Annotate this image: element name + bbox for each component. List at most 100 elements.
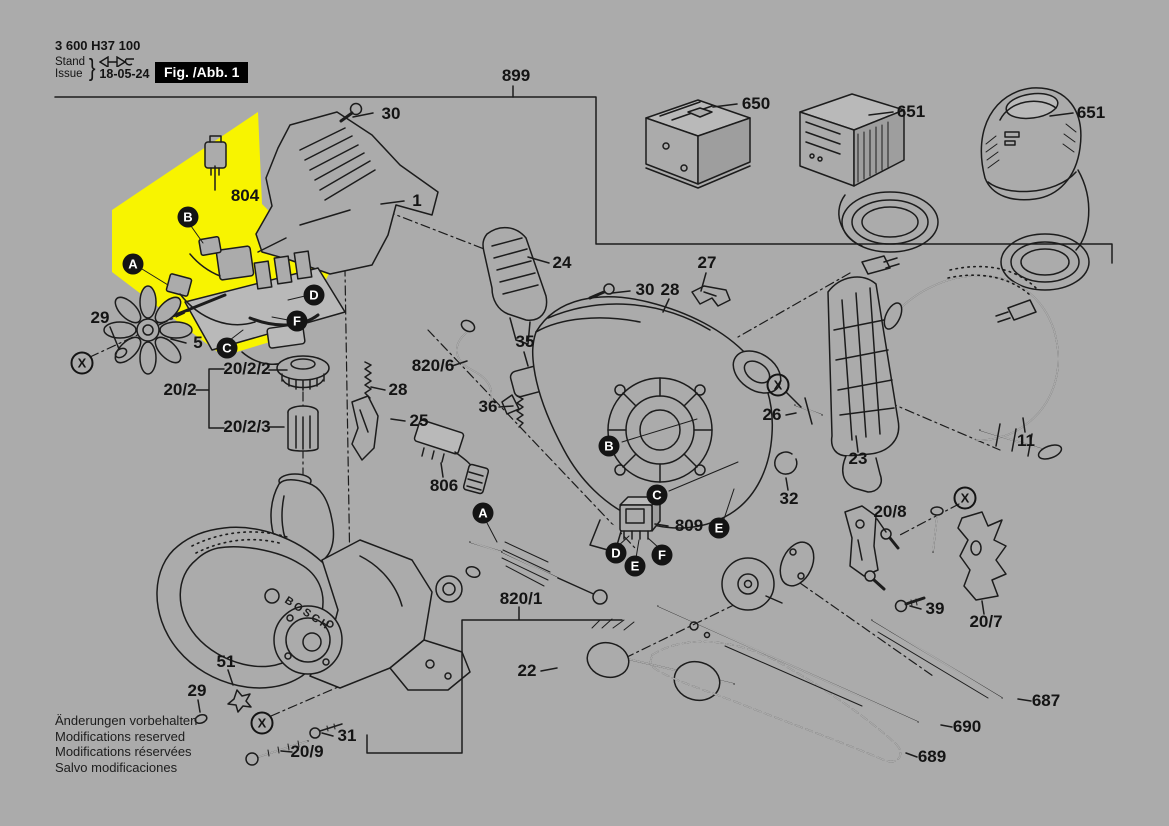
footer-line-es: Salvo modificaciones — [55, 759, 178, 775]
gear-housing — [531, 296, 782, 553]
x-mark-tensioner: X — [953, 486, 977, 510]
callout-a-rotor: A — [472, 502, 494, 524]
part-label-22: 22 — [517, 661, 537, 680]
pin-26 — [794, 397, 823, 425]
callout-b-housing: B — [598, 435, 620, 457]
rear-grip-24 — [482, 226, 548, 345]
part-label-36: 36 — [478, 397, 498, 416]
issue-label: Issue — [55, 68, 83, 80]
callout-d-switch: D — [605, 542, 627, 564]
oil-cap-20-2-2 — [276, 355, 330, 391]
clutch-drum — [721, 557, 783, 611]
battery-650 — [645, 99, 751, 189]
footer-line-en: Modifications reserved — [55, 728, 186, 744]
bar-cover-687 — [871, 619, 1003, 699]
callout-b-module: B — [177, 206, 199, 228]
oil-filter-20-2-3 — [287, 405, 319, 452]
part-label-650: 650 — [741, 94, 771, 113]
rotor-armature — [435, 541, 608, 605]
part-label-28-right: 28 — [660, 280, 680, 299]
figure-label: Fig. /Abb. 1 — [155, 62, 249, 83]
bracket-25 — [351, 395, 379, 461]
part-label-651-left: 651 — [896, 102, 926, 121]
chain-689 — [649, 640, 902, 763]
callout-e-switch: E — [624, 555, 646, 577]
connector-806 — [413, 419, 490, 495]
housing-cover-1 — [255, 111, 439, 275]
part-label-32: 32 — [779, 489, 799, 508]
footer-notes: Änderungen vorbehalten Modifications res… — [55, 713, 197, 775]
x-mark-housing: X — [766, 373, 790, 397]
callout-d-module: D — [303, 284, 325, 306]
part-label-24: 24 — [552, 253, 572, 272]
cam-plate — [779, 541, 815, 587]
part-label-29-fan: 29 — [90, 308, 110, 327]
part-label-23: 23 — [848, 449, 868, 468]
callout-c-module: C — [216, 337, 238, 359]
callout-a-module: A — [122, 253, 144, 275]
callout-f-module: F — [286, 310, 308, 332]
top-handle-11 — [883, 265, 1063, 460]
part-label-690: 690 — [952, 717, 982, 736]
screw-31 — [309, 723, 343, 739]
bracket-899 — [54, 85, 1113, 264]
tensioner-20-8 — [844, 505, 900, 591]
part-label-39: 39 — [925, 599, 945, 618]
screw-39 — [894, 596, 926, 613]
part-label-20-2-2: 20/2/2 — [223, 359, 271, 378]
bracket-20-2 — [195, 368, 288, 429]
tension-pin — [930, 506, 944, 553]
part-label-20-2-3: 20/2/3 — [223, 417, 271, 436]
part-label-804: 804 — [230, 186, 260, 205]
leader-lines — [109, 103, 1074, 758]
stand-label: Stand — [55, 56, 86, 68]
part-label-28-left: 28 — [388, 380, 408, 399]
part-label-20-9: 20/9 — [290, 742, 324, 761]
part-label-689: 689 — [917, 747, 947, 766]
part-label-26: 26 — [762, 405, 782, 424]
part-label-11: 11 — [1017, 431, 1035, 450]
stand-issue-block: Stand Issue } 18-05-24 — [55, 54, 150, 82]
part-label-806: 806 — [429, 476, 459, 495]
saw-body: BOSCH — [156, 526, 471, 691]
part-label-31: 31 — [337, 726, 357, 745]
part-number: 3 600 H37 100 — [55, 38, 141, 53]
oring-29-body — [194, 713, 208, 725]
charger-651-left — [799, 93, 939, 275]
fan-5 — [103, 285, 227, 375]
part-label-809: 809 — [674, 516, 704, 535]
bracket-820-1 — [366, 606, 623, 754]
part-label-30-mid: 30 — [635, 280, 655, 299]
part-label-29-body: 29 — [187, 681, 207, 700]
clip-27 — [691, 285, 731, 307]
switch-804 — [204, 135, 227, 176]
spring-36 — [516, 395, 524, 428]
part-label-51: 51 — [216, 652, 236, 671]
part-label-27: 27 — [697, 253, 717, 272]
callout-c-housing: C — [646, 484, 668, 506]
part-label-5: 5 — [193, 333, 203, 352]
part-label-820-1: 820/1 — [499, 589, 543, 608]
sprocket-cover-22 — [586, 618, 735, 702]
x-mark-body: X — [250, 711, 274, 735]
part-label-687: 687 — [1031, 691, 1061, 710]
bolt-20-9 — [245, 740, 309, 766]
header: 3 600 H37 100 Stand Issue } 18-05-24 — [55, 38, 150, 82]
brace-glyph: } — [88, 54, 96, 82]
callout-e-housing: E — [708, 517, 730, 539]
screw-30-top-icon — [339, 102, 363, 123]
screw-30-mid — [588, 283, 615, 300]
issue-date: 18-05-24 — [99, 67, 150, 81]
footer-line-de: Änderungen vorbehalten — [55, 713, 198, 728]
spring-28-left — [364, 361, 372, 399]
hose-820-6 — [456, 319, 492, 409]
part-label-35: 35 — [515, 332, 535, 351]
part-label-30-top: 30 — [381, 104, 401, 123]
part-label-899: 899 — [501, 66, 531, 85]
part-label-1: 1 — [412, 191, 422, 210]
ring-32 — [774, 451, 798, 475]
part-label-20-7: 20/7 — [969, 612, 1003, 631]
hand-guard-23 — [827, 276, 900, 493]
